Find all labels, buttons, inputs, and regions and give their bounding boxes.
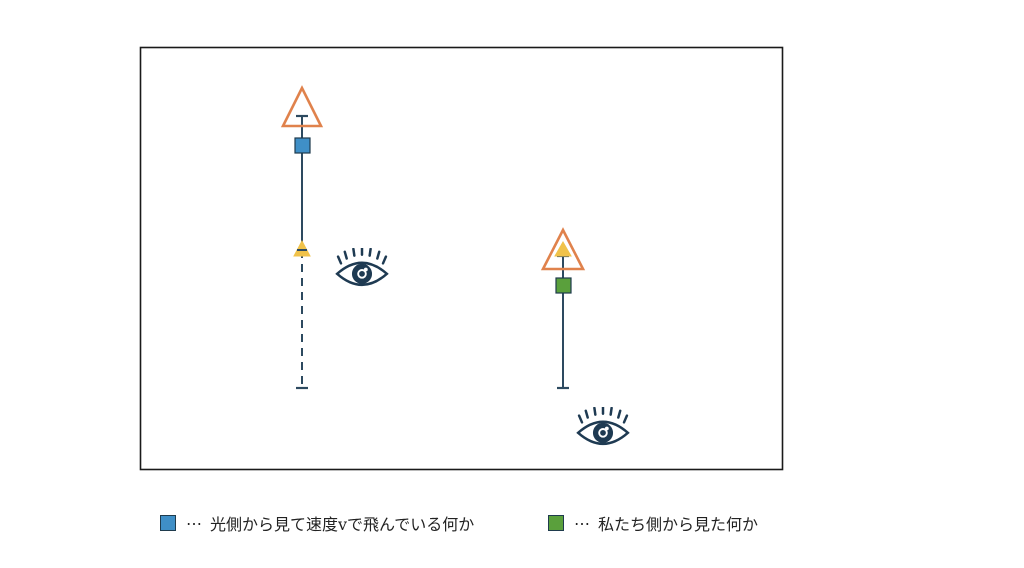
legend-blue-square-marker — [160, 515, 176, 531]
diagram-frame — [139, 46, 784, 471]
right-green-square-marker — [555, 277, 572, 294]
legend-item-2: ⋯ 私たち側から見た何か — [548, 510, 758, 536]
left-orange-triangle-marker — [280, 85, 324, 128]
legend-ellipsis: ⋯ — [574, 513, 590, 533]
legend-green-square-marker — [548, 515, 564, 531]
right-yellow-triangle-marker — [554, 240, 572, 257]
legend-label-2: 私たち側から見た何か — [598, 515, 759, 534]
legend-ellipsis: ⋯ — [186, 513, 202, 533]
legend-item-1: ⋯ 光側から見て速度vで飛んでいる何か — [160, 510, 474, 536]
right-orange-triangle-marker — [540, 227, 586, 271]
left-blue-square-marker — [294, 137, 311, 154]
left-yellow-triangle-marker — [293, 239, 311, 257]
legend-label-1: 光側から見て速度vで飛んでいる何か — [210, 515, 475, 534]
